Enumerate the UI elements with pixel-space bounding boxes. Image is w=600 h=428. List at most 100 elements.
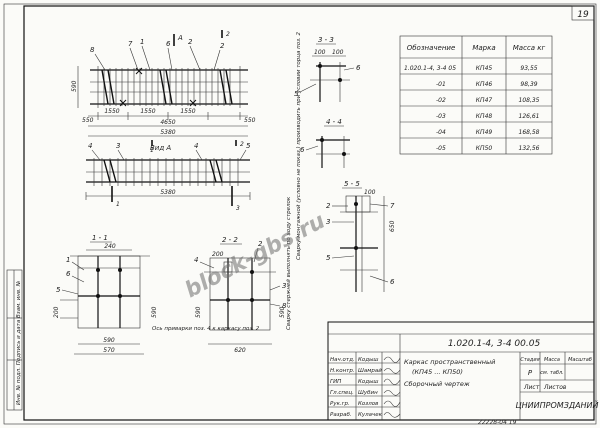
- plan-leader-2b: 2: [220, 42, 225, 50]
- mass-value: см. табл.: [540, 370, 564, 376]
- table-header-mass: Масса кг: [513, 44, 546, 52]
- section-3-3: 3 - 3 100 100 5 6: [294, 36, 361, 102]
- sec33-leader-6: 6: [356, 64, 361, 72]
- scale-header: Масштаб: [568, 357, 592, 363]
- sec11-leader-5: 5: [56, 286, 61, 294]
- sec22-dim-620: 620: [234, 347, 246, 354]
- table-row-designation: -01: [436, 81, 446, 88]
- inner-frame: [23, 5, 595, 421]
- table-row-mark: КП50: [476, 145, 493, 152]
- title-block: 1.020.1-4, 3-4 00.05 Каркас пространстве…: [327, 321, 599, 421]
- sec11-dim-570: 570: [103, 347, 115, 354]
- note-2: Сварку стержней выполнять по ходу стрело…: [286, 196, 292, 330]
- sec55-leader-5: 5: [326, 254, 331, 262]
- svg-text:590: 590: [151, 306, 158, 318]
- sec22-leader-2: 2: [258, 240, 263, 248]
- view-a-dim: 5380: [160, 189, 175, 196]
- table-row-mass: 132,56: [519, 145, 540, 152]
- mass-header: Масса: [544, 357, 560, 363]
- doc-number: 1.020.1-4, 3-4 00.05: [448, 339, 541, 349]
- sheets-label: Листов: [543, 384, 567, 391]
- sec11-leader-1: 1: [66, 256, 70, 264]
- plan-mark-a: A: [177, 34, 183, 42]
- signature-role: ГИП: [330, 379, 341, 385]
- archive-number: 22228-04 19: [478, 419, 517, 426]
- table-row-mass: 93,55: [520, 65, 537, 72]
- signature-scribbles: [383, 356, 401, 418]
- organization: ЦНИИПРОМЗДАНИЙ: [515, 399, 598, 410]
- view-a-leader-4a: 4: [88, 142, 92, 150]
- notes: Ось приварки поз. 4 к каркасу поз. 2 Сва…: [152, 31, 302, 332]
- plan-dim-5: 4650: [160, 119, 175, 126]
- signature-name: Козлов: [358, 401, 378, 407]
- table-row-mass: 108,35: [519, 97, 540, 104]
- view-a-mark-1: 1: [116, 201, 120, 208]
- signature-role: Н.контр.: [330, 368, 355, 374]
- sec33-leader-5: 5: [294, 90, 299, 98]
- table-row-mass: 126,61: [519, 113, 540, 120]
- table-row-designation: -03: [436, 113, 446, 120]
- signature-name: Кулачек: [358, 412, 383, 418]
- title-line-3: Сборочный чертеж: [404, 380, 470, 388]
- sec22-dim-590b: 590: [195, 306, 202, 318]
- signature-name: Шамрай: [358, 368, 382, 374]
- table-header-mark: Марка: [472, 44, 495, 52]
- plan-dim-7: 550: [244, 117, 256, 124]
- side-strip-text: Инв. № подл. Подпись и дата Взам. инв. №: [16, 280, 22, 405]
- plan-view: 550 1550 1550 1550 4650 5380 550 590 8 7…: [71, 30, 256, 154]
- sec11-leader-6: 6: [66, 270, 71, 278]
- view-a-mark-3: 3: [236, 205, 240, 212]
- plan-mark-1: 1: [150, 147, 154, 154]
- plan-leader-8: 8: [90, 46, 95, 54]
- table-row-designation: -05: [436, 145, 446, 152]
- table-row-mark: КП49: [476, 129, 493, 136]
- view-a-leader-5: 5: [246, 142, 251, 150]
- signature-role: Гл.спец.: [330, 390, 354, 396]
- sec11-label: 1 - 1: [92, 234, 108, 242]
- outer-frame: [3, 3, 597, 425]
- sec33-dim-a: 100: [314, 49, 326, 56]
- sec11-dim-200: 200: [53, 306, 60, 318]
- sec22-leader-3: 3: [282, 282, 286, 290]
- plan-dim-3: 1550: [140, 108, 155, 115]
- section-2-2: 2 - 2 620 590 590 200 4 2 3 8: [194, 236, 287, 354]
- table-row-mass: 168,58: [519, 129, 540, 136]
- sec55-dim-650: 650: [389, 220, 396, 232]
- signature-name: Кодыш: [358, 357, 378, 363]
- sheet-label: Лист: [523, 384, 540, 391]
- table-row-mass: 98,39: [520, 81, 537, 88]
- table-row-designation: 1.020.1-4, 3-4 05: [404, 65, 456, 72]
- table-row-designation: -04: [436, 129, 446, 136]
- view-a-leader-4b: 4: [194, 142, 198, 150]
- sec11-dim-590: 590: [103, 337, 115, 344]
- sheet-number: 19: [577, 10, 589, 20]
- sec55-leader-3: 3: [326, 218, 330, 226]
- plan-dim-1: 550: [82, 117, 94, 124]
- table-row-mark: КП45: [476, 65, 493, 72]
- signature-name: Кодыш: [358, 379, 378, 385]
- table-row-designation: -02: [436, 97, 446, 104]
- title-line-2: (КП45 ... КП50): [412, 368, 463, 376]
- table-row-mark: КП46: [476, 81, 493, 88]
- stage-header: Стадия: [520, 357, 539, 363]
- spec-table: Обозначение Марка Масса кг 1.020.1-4, 3-…: [399, 35, 553, 155]
- plan-dim-2: 1550: [104, 108, 119, 115]
- table-row-mark: КП47: [476, 97, 493, 104]
- plan-height: 590: [71, 80, 78, 92]
- sec22-dim-200: 200: [212, 251, 224, 258]
- sec22-label: 2 - 2: [222, 236, 238, 244]
- sec55-leader-7: 7: [390, 202, 395, 210]
- view-a-leader-3: 3: [116, 142, 120, 150]
- plan-leader-1: 1: [140, 38, 144, 46]
- signature-role: Рук.гр.: [330, 401, 350, 407]
- sec33-dim-b: 100: [332, 49, 344, 56]
- sec22-leader-8: 8: [282, 302, 287, 310]
- sec33-label: 3 - 3: [318, 36, 334, 44]
- section-4-4: 4 - 4 6: [300, 118, 350, 168]
- section-1-1: 1 - 1 240 200 590 570 1 6 5 590: [53, 234, 158, 355]
- sec55-dim-100: 100: [364, 189, 376, 196]
- plan-leader-7: 7: [128, 40, 133, 48]
- sec55-label: 5 - 5: [344, 180, 360, 188]
